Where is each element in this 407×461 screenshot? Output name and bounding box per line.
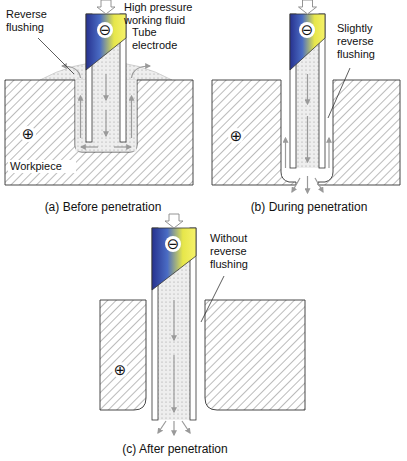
flow-arrow bbox=[81, 146, 98, 147]
panel-caption: (c) After penetration bbox=[80, 442, 270, 456]
panel-caption: (b) During penetration bbox=[216, 200, 402, 214]
flow-arrow bbox=[285, 138, 286, 168]
flow-arrow bbox=[328, 138, 329, 168]
flow-arrow bbox=[307, 116, 308, 162]
flow-arrows bbox=[158, 300, 190, 435]
flow-arrow bbox=[315, 178, 323, 192]
flow-arrow bbox=[292, 178, 300, 192]
electrode-head bbox=[290, 14, 325, 70]
workpiece bbox=[205, 300, 305, 410]
inflow-arrow bbox=[299, 0, 317, 14]
flow-arrow bbox=[307, 176, 308, 193]
panel-caption: (a) Before penetration bbox=[10, 200, 196, 214]
flow-arrow bbox=[105, 74, 106, 100]
polarity-sign: ⊖ bbox=[97, 22, 113, 38]
panel-b bbox=[212, 0, 400, 193]
workpiece bbox=[212, 80, 296, 185]
inflow-arrow bbox=[97, 0, 115, 14]
flow-arrows bbox=[62, 66, 150, 147]
panel-a bbox=[5, 0, 193, 185]
flow-arrow bbox=[114, 146, 131, 147]
callout-label: Workpiece bbox=[8, 160, 76, 173]
callout-label: High pressure working fluid bbox=[124, 1, 224, 27]
flow-arrow bbox=[62, 66, 81, 78]
workpiece bbox=[100, 300, 146, 410]
polarity-sign: ⊕ bbox=[228, 128, 244, 144]
flow-arrow bbox=[131, 96, 132, 138]
flow-arrow bbox=[182, 421, 190, 433]
leader-line bbox=[328, 68, 350, 118]
flow-arrow bbox=[132, 66, 151, 78]
panel-c bbox=[100, 214, 305, 435]
inflow-arrow bbox=[165, 214, 183, 228]
polarity-sign: ⊕ bbox=[20, 126, 36, 142]
flow-arrow bbox=[173, 421, 174, 435]
callout-label: Reverse flushing bbox=[6, 8, 68, 34]
flow-arrow bbox=[80, 96, 81, 138]
workpiece bbox=[318, 80, 400, 185]
flow-arrow bbox=[307, 74, 308, 104]
polarity-sign: ⊕ bbox=[112, 362, 128, 378]
flow-arrow bbox=[173, 355, 174, 412]
polarity-sign: ⊖ bbox=[299, 22, 315, 38]
callout-label: Without reverse flushing bbox=[210, 232, 272, 271]
callout-label: Slightly reverse flushing bbox=[337, 22, 401, 61]
callout-label: Tube electrode bbox=[132, 26, 192, 52]
electrode-head bbox=[152, 228, 196, 290]
leader-line bbox=[38, 38, 74, 74]
leader-line bbox=[201, 276, 224, 322]
flow-arrow bbox=[173, 300, 174, 340]
flow-arrow bbox=[158, 421, 166, 433]
flow-arrows bbox=[286, 74, 330, 193]
flow-arrow bbox=[105, 110, 106, 136]
polarity-sign: ⊖ bbox=[165, 236, 181, 252]
electrode-head bbox=[86, 14, 126, 70]
